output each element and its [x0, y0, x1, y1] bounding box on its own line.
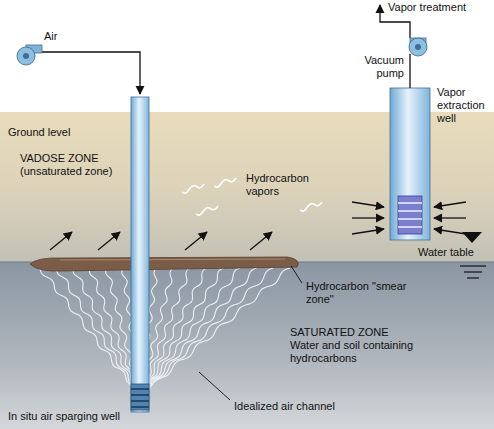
label-text: Ground level — [8, 126, 98, 139]
label-text: Vapor treatment — [388, 1, 488, 14]
air-channel — [140, 268, 240, 396]
water-table-symbol — [460, 265, 486, 266]
air-channel — [40, 268, 140, 396]
callout-label: Hydrocarbon "smear zone" — [306, 280, 416, 306]
vapor-flow-arrow — [434, 202, 466, 207]
air-channel — [40, 268, 290, 396]
extraction-well — [398, 202, 422, 204]
vapor-wisp — [196, 206, 218, 215]
extraction-well — [398, 203, 422, 227]
vapor-flow-arrow — [352, 229, 384, 234]
sparging-well — [131, 400, 149, 402]
air-channel — [140, 268, 257, 396]
leader-line — [199, 266, 302, 400]
vapor-flow-arrow — [352, 217, 384, 218]
air-channel — [140, 268, 290, 396]
vacuum-pump — [409, 38, 427, 56]
exhaust-pipe — [409, 54, 410, 88]
sparging-well — [131, 406, 149, 408]
zone-heading: SATURATED ZONE — [290, 326, 440, 339]
vapor-flow-arrow — [352, 202, 384, 207]
callout-label: Idealized air channel — [234, 400, 364, 413]
callout-label: In situ air sparging well — [8, 410, 158, 423]
water-table-symbol — [462, 232, 482, 243]
air-channel — [57, 268, 140, 396]
zone-heading: VADOSE ZONE (unsaturated zone) — [20, 152, 125, 178]
sparging-well — [131, 97, 149, 412]
extraction-well — [390, 88, 430, 240]
sparging-well — [131, 384, 149, 410]
extraction-well — [398, 218, 422, 220]
sparging-well — [131, 394, 149, 396]
air-pipe — [36, 52, 140, 94]
label-text: Water table — [418, 246, 492, 259]
water-table-symbol — [460, 266, 486, 278]
label-text: Vapor extraction well — [437, 86, 493, 126]
vapor-flow-arrow — [50, 232, 72, 250]
air-channel — [140, 268, 273, 396]
extraction-well — [398, 210, 422, 212]
vapor-flow-arrow — [185, 232, 207, 250]
sparging-well — [131, 97, 149, 412]
leader-line — [291, 266, 302, 283]
air-channel — [140, 268, 207, 396]
air-channel — [140, 268, 223, 396]
sparging-well — [131, 389, 149, 407]
water-table-symbol — [464, 271, 482, 272]
air-blower — [23, 53, 29, 59]
extraction-well — [398, 226, 422, 228]
air-channel — [73, 268, 140, 396]
air-pipe — [36, 52, 140, 94]
smear-zone — [30, 257, 298, 271]
label-text: Air — [44, 30, 84, 43]
vapor-flow-arrow — [434, 217, 466, 218]
leader-line — [199, 372, 230, 400]
air-blower — [17, 47, 35, 65]
vapor-flow-arrow — [98, 232, 120, 250]
smear-zone — [60, 259, 285, 260]
vapor-flow-arrow — [250, 232, 272, 250]
extraction-well — [390, 88, 430, 240]
vacuum-pump — [409, 38, 427, 56]
label-text: Hydrocarbon vapors — [246, 172, 326, 198]
vacuum-pump — [415, 44, 421, 50]
vapor-wisp — [182, 184, 204, 193]
sparging-well — [131, 388, 149, 390]
vapor-wisp — [300, 202, 322, 211]
extraction-well — [398, 196, 422, 234]
smear-zone — [30, 257, 298, 271]
label-text: Vacuum pump — [354, 54, 404, 80]
air-blower — [17, 45, 42, 65]
vapor-wisp — [214, 178, 236, 187]
zone-description: Water and soil containing hydrocarbons — [290, 339, 440, 365]
ground-bands — [0, 262, 494, 429]
water-table-symbol — [467, 277, 479, 278]
vapor-flow-arrow — [434, 229, 466, 234]
